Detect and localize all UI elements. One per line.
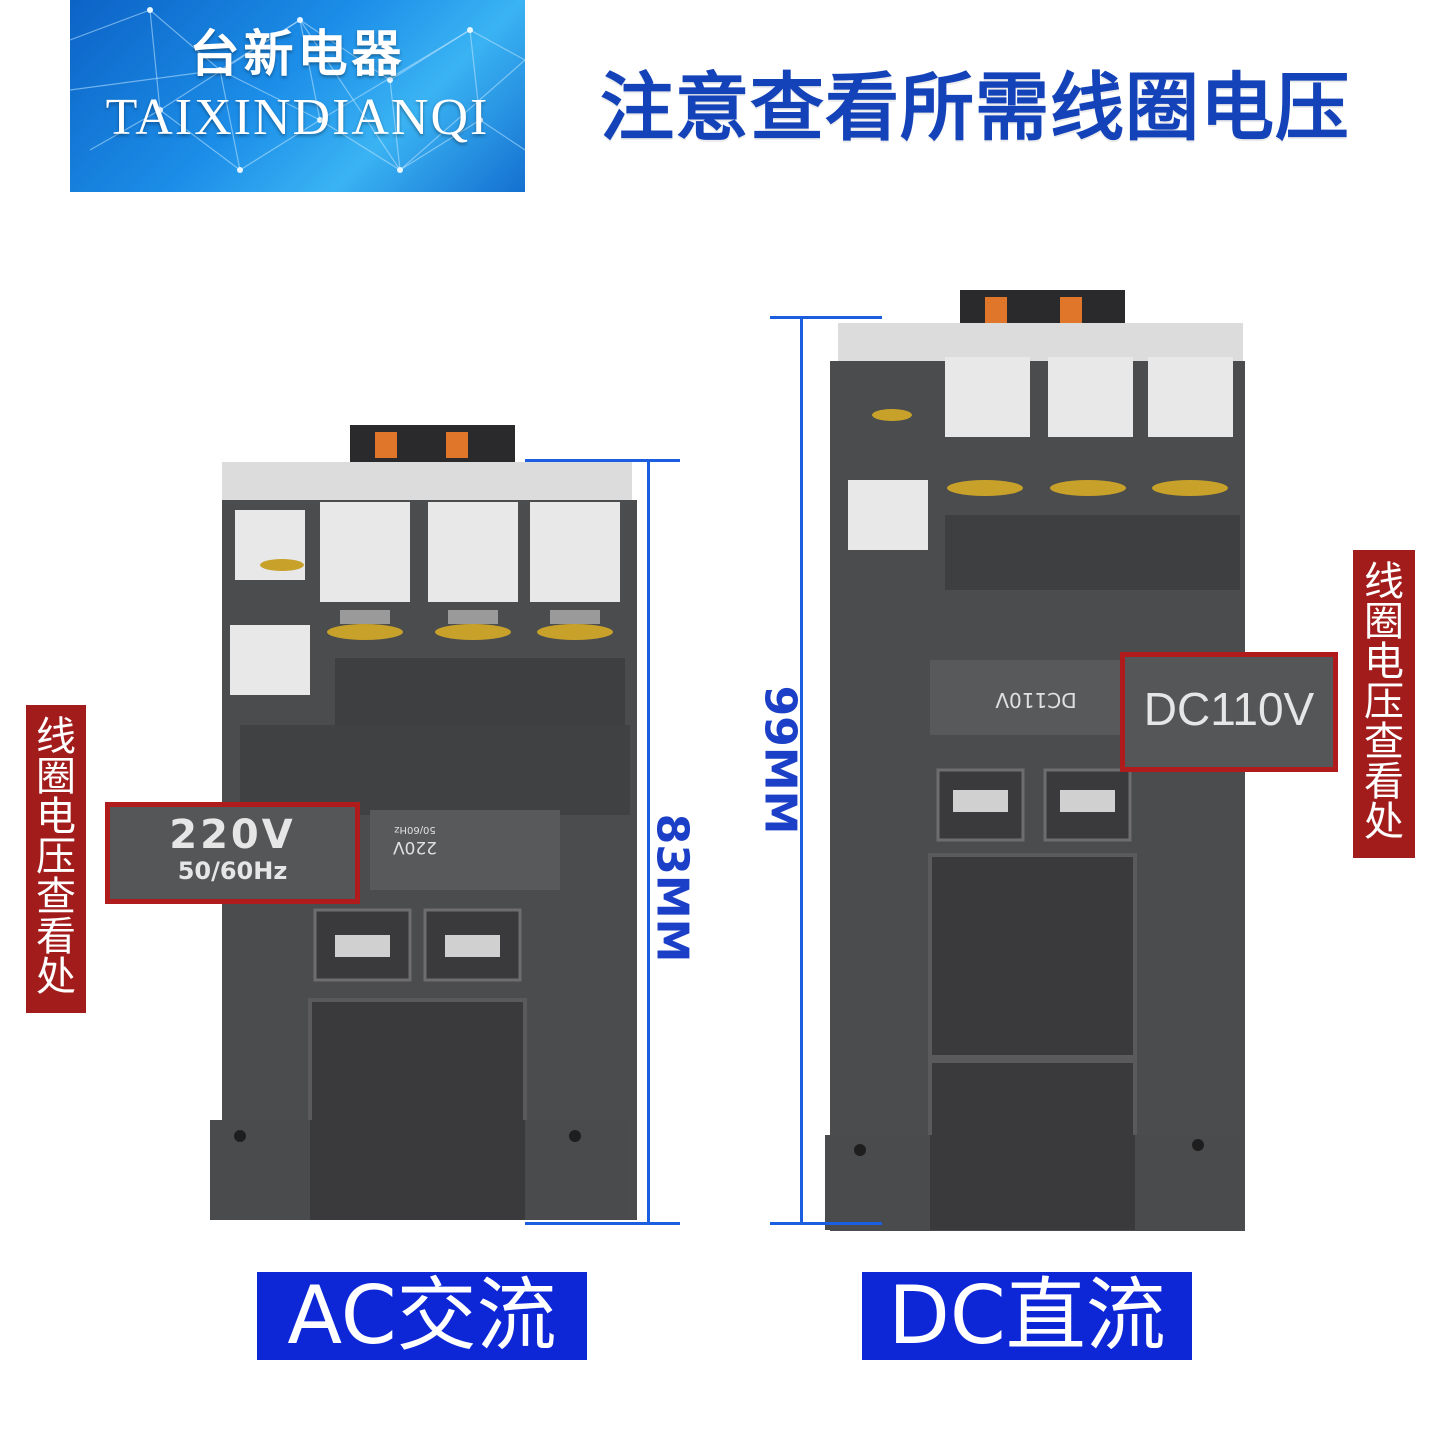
ac-coil-voltage-tag: 线 圈 电 压 查 看 处	[26, 705, 86, 1013]
ac-coil-print-frequency: 50/60Hz	[394, 824, 436, 835]
dc-coil-print: DC110V	[995, 688, 1077, 712]
dc-tag-char: 线	[1364, 559, 1404, 605]
brand-name-cn: 台新电器	[189, 24, 406, 83]
ac-coil-print-voltage: 220V	[392, 837, 438, 857]
headline: 注意查看所需线圈电压	[600, 65, 1350, 151]
ac-tag-char: 线	[36, 714, 76, 760]
ac-dimension-top-tick	[525, 459, 680, 462]
dc-dimension-top-tick	[770, 316, 882, 319]
dc-tag-char: 压	[1364, 679, 1404, 725]
dc-dimension-line	[800, 316, 803, 1224]
ac-mode-label: AC交流	[257, 1272, 587, 1360]
brand-name-en: TAIXINDIANQI	[105, 89, 490, 146]
ac-dimension-line	[647, 459, 650, 1224]
ac-tag-char: 查	[36, 874, 76, 920]
ac-dimension-label: 83MM	[646, 813, 698, 963]
logo-network-pattern	[70, 7, 525, 173]
dc-voltage-callout: DC110V	[1120, 652, 1338, 772]
ac-voltage-callout: 220V 50/60Hz	[105, 802, 360, 904]
dc-tag-char: 处	[1364, 799, 1404, 845]
dc-tag-char: 看	[1364, 759, 1404, 805]
ac-dimension-bottom-tick	[525, 1222, 680, 1225]
ac-callout-voltage: 220V	[169, 812, 296, 858]
dc-coil-voltage-tag: 线 圈 电 压 查 看 处	[1353, 550, 1415, 858]
dc-callout-voltage: DC110V	[1143, 683, 1315, 735]
dc-dimension-bottom-tick	[770, 1222, 882, 1225]
ac-tag-char: 压	[36, 834, 76, 880]
dc-tag-char: 查	[1364, 719, 1404, 765]
dc-tag-char: 圈	[1364, 599, 1404, 645]
ac-tag-char: 处	[36, 954, 76, 1000]
ac-callout-frequency: 50/60Hz	[177, 857, 288, 885]
dc-contactor-image	[825, 290, 1245, 1231]
ac-tag-char: 看	[36, 914, 76, 960]
ac-coil-print: 220V 50/60Hz	[372, 820, 458, 857]
dc-dimension-label: 99MM	[754, 685, 806, 835]
ac-tag-char: 圈	[36, 754, 76, 800]
dc-tag-char: 电	[1364, 639, 1404, 685]
ac-tag-char: 电	[36, 794, 76, 840]
dc-mode-label: DC直流	[862, 1272, 1192, 1360]
brand-logo: 台新电器 TAIXINDIANQI	[70, 0, 525, 192]
